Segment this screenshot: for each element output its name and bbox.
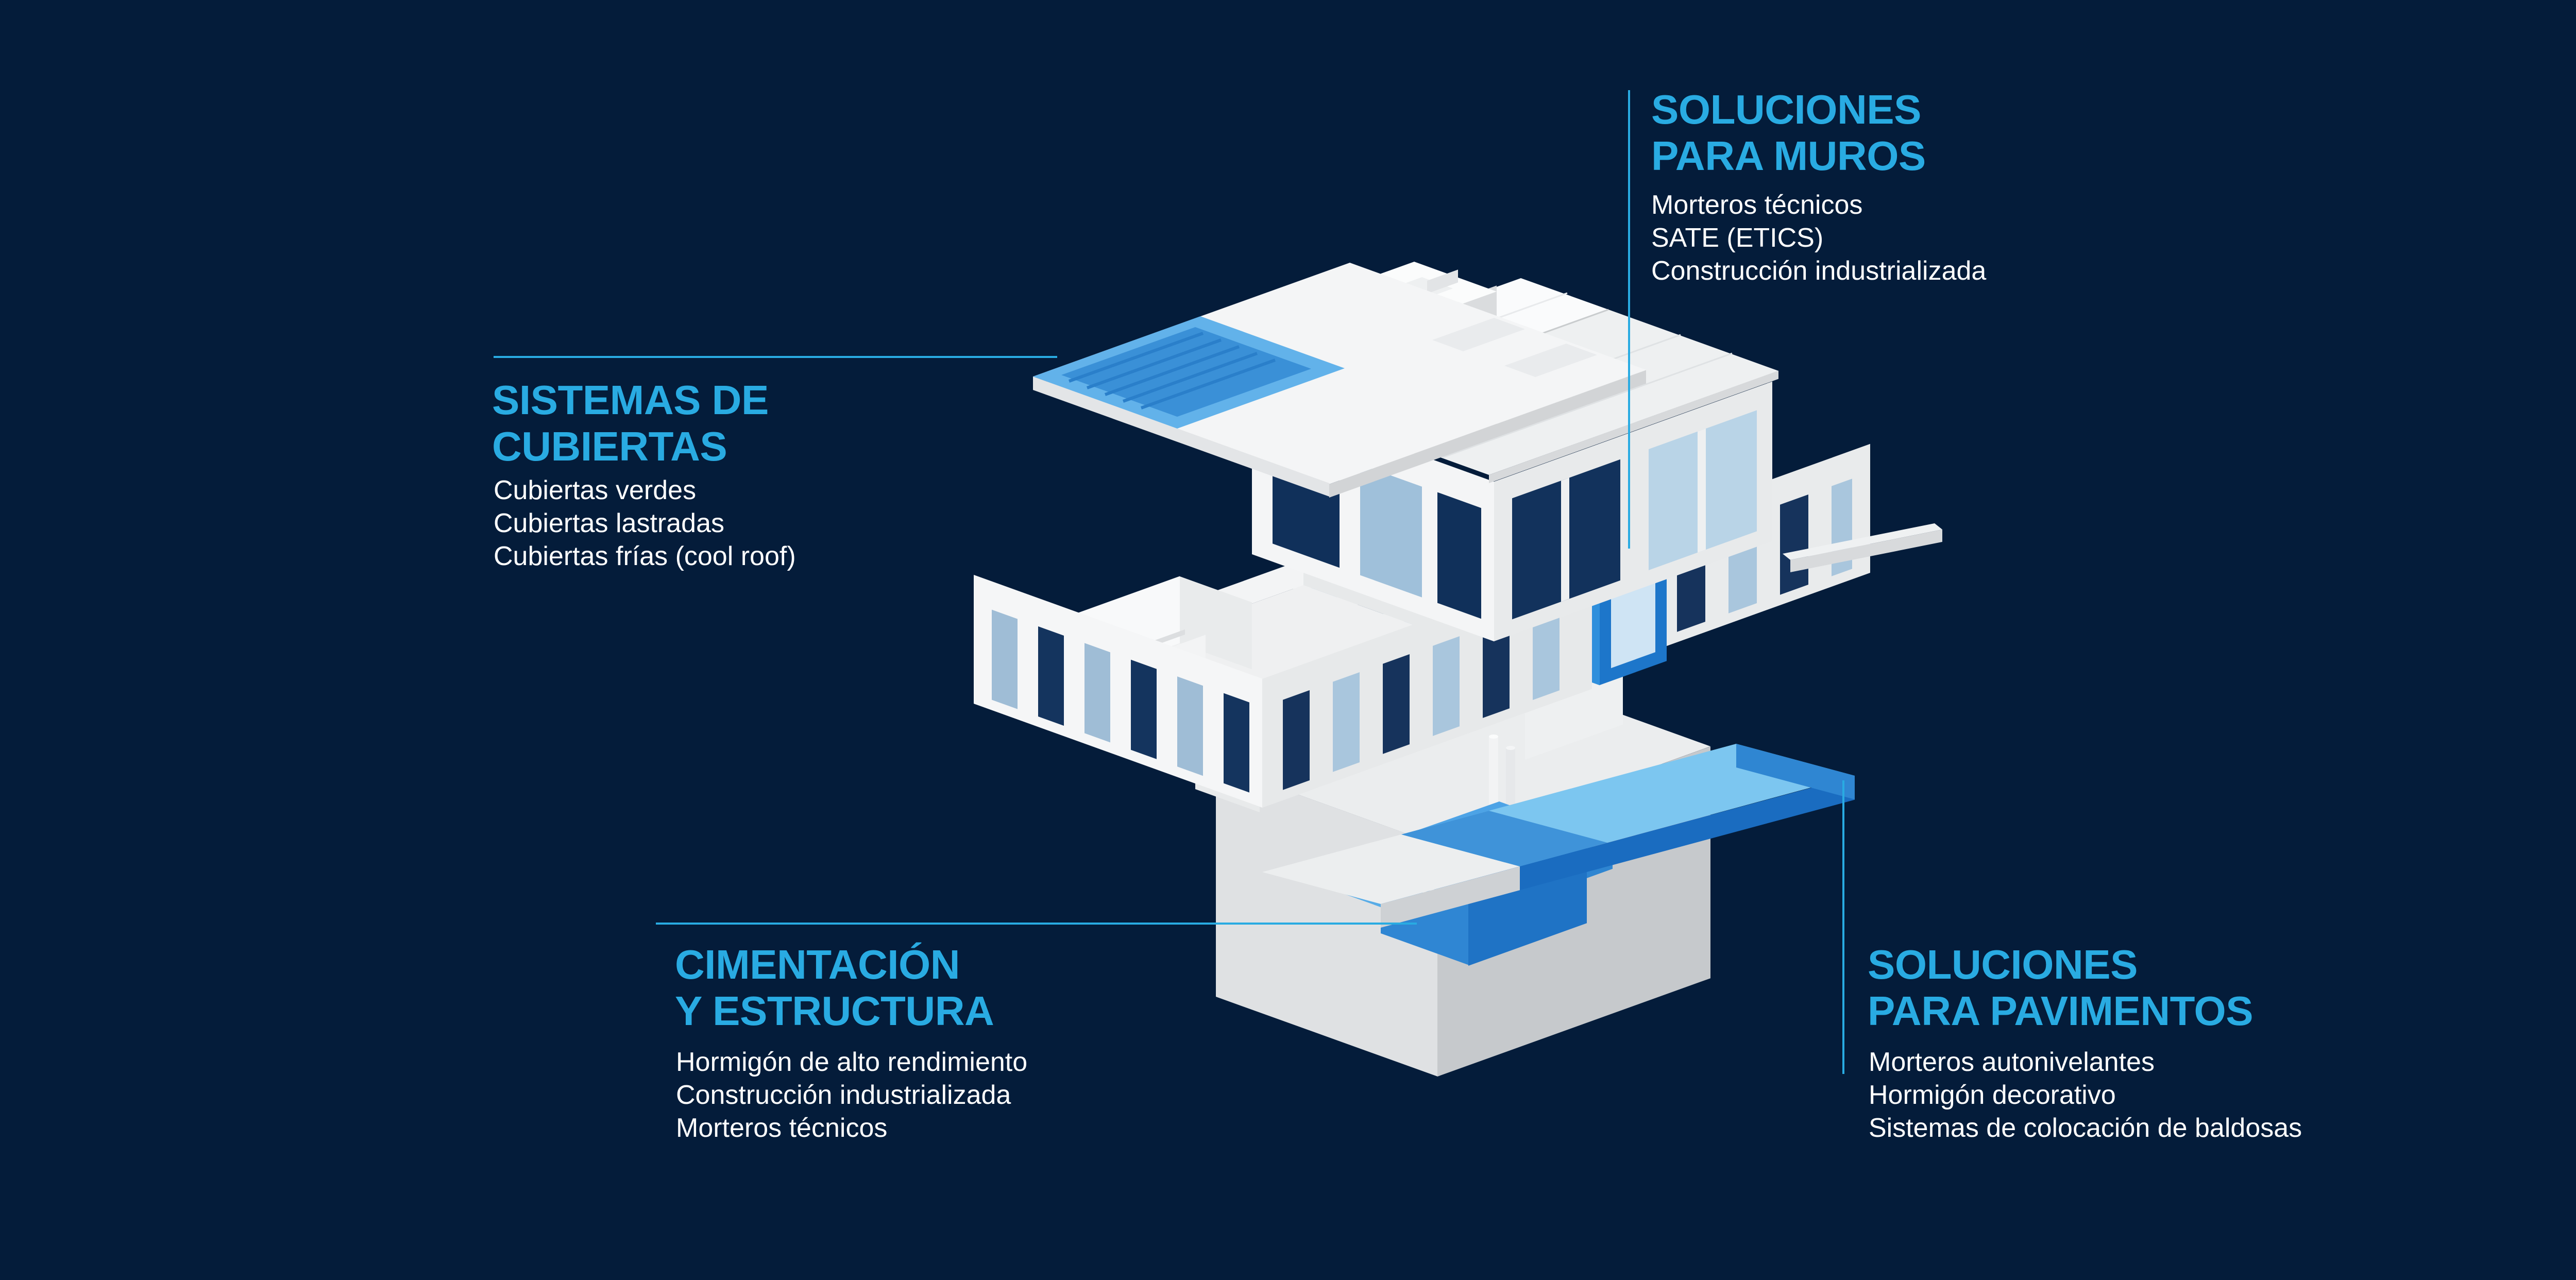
title-line: PARA MUROS: [1651, 133, 1926, 179]
list-item: Morteros técnicos: [1651, 190, 1863, 220]
title-line: SOLUCIONES: [1868, 942, 2138, 987]
title-line: Y ESTRUCTURA: [675, 988, 994, 1034]
list-item: Sistemas de colocación de baldosas: [1869, 1113, 2302, 1143]
list-item: Construcción industrializada: [1651, 256, 1987, 286]
callout-muros-title: SOLUCIONES PARA MUROS: [1651, 87, 1926, 179]
title-line: CIMENTACIÓN: [675, 942, 960, 987]
callout-pavimentos-title: SOLUCIONES PARA PAVIMENTOS: [1868, 942, 2253, 1034]
callout-cimentacion-title: CIMENTACIÓN Y ESTRUCTURA: [675, 942, 994, 1034]
title-line: PARA PAVIMENTOS: [1868, 988, 2253, 1034]
side-slab: [1783, 523, 1942, 572]
list-item: Construcción industrializada: [676, 1080, 1011, 1110]
title-line: CUBIERTAS: [492, 423, 727, 469]
callout-cimentacion-items: Hormigón de alto rendimiento Construcció…: [676, 1046, 1027, 1145]
connector-line-cubiertas: [494, 356, 1057, 358]
list-item: Hormigón de alto rendimiento: [676, 1047, 1028, 1077]
roof-plate: [1033, 263, 1646, 498]
connector-line-muros: [1628, 90, 1630, 549]
title-line: SISTEMAS DE: [492, 377, 769, 423]
callout-pavimentos-items: Morteros autonivelantes Hormigón decorat…: [1869, 1046, 2302, 1145]
pavement-highlight: [1401, 744, 1855, 890]
list-item: Cubiertas lastradas: [494, 508, 724, 538]
list-item: Cubiertas verdes: [494, 475, 697, 505]
title-line: SOLUCIONES: [1651, 87, 1921, 132]
callout-cimentacion: CIMENTACIÓN Y ESTRUCTURA: [675, 942, 994, 1034]
list-item: SATE (ETICS): [1651, 223, 1824, 253]
connector-line-pavimentos: [1842, 780, 1844, 1074]
skylight: [1504, 344, 1597, 377]
callout-pavimentos: SOLUCIONES PARA PAVIMENTOS: [1868, 942, 2253, 1034]
list-item: Cubiertas frías (cool roof): [494, 541, 796, 571]
callout-cubiertas-title: SISTEMAS DE CUBIERTAS: [492, 377, 769, 470]
callout-muros-items: Morteros técnicos SATE (ETICS) Construcc…: [1651, 189, 1986, 287]
list-item: Hormigón decorativo: [1869, 1080, 2116, 1110]
callout-muros: SOLUCIONES PARA MUROS: [1651, 87, 1926, 179]
green-roof-highlight: [1033, 316, 1345, 429]
callout-cubiertas: SISTEMAS DE CUBIERTAS: [492, 377, 769, 470]
list-item: Morteros técnicos: [676, 1113, 888, 1143]
list-item: Morteros autonivelantes: [1869, 1047, 2155, 1077]
connector-line-cimentacion: [656, 923, 1417, 925]
callout-cubiertas-items: Cubiertas verdes Cubiertas lastradas Cub…: [494, 474, 796, 573]
ground-slab: [1262, 744, 1855, 928]
skylight: [1432, 318, 1525, 351]
